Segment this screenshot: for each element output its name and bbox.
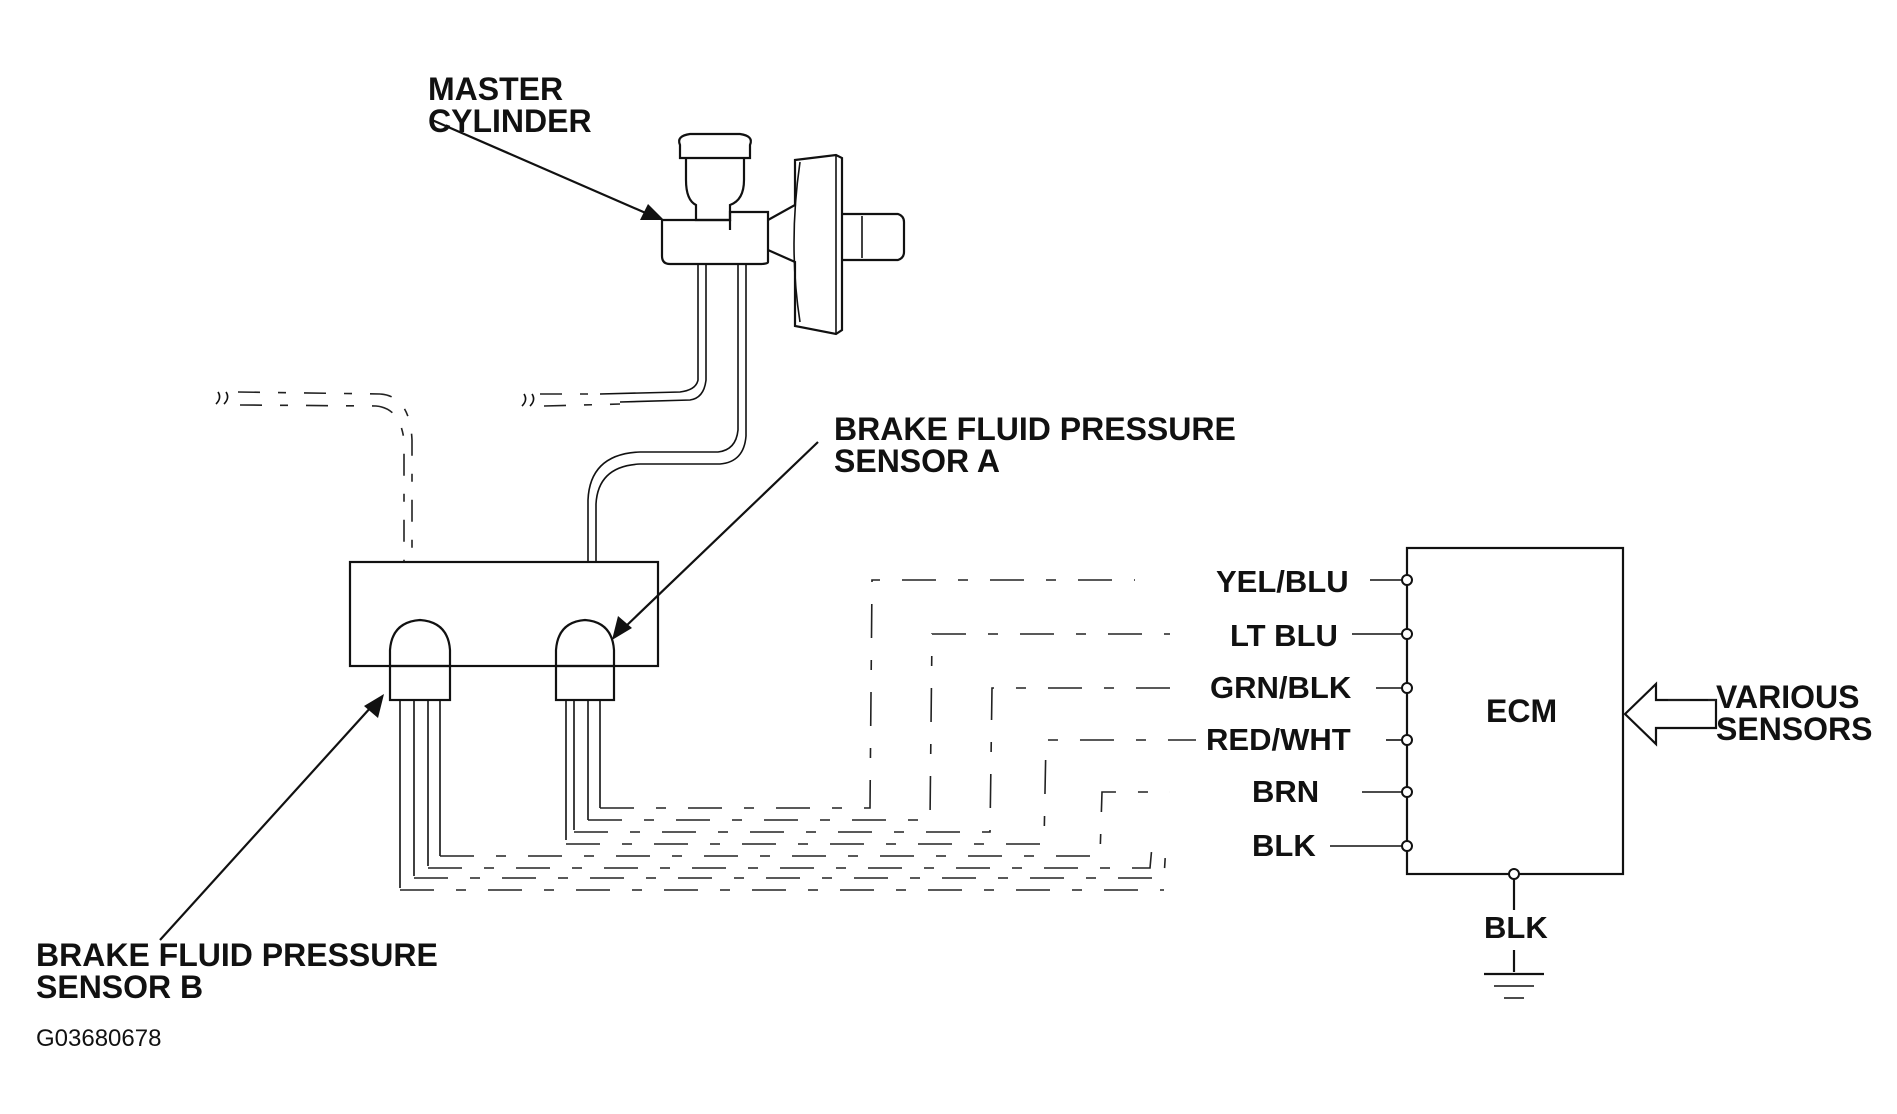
ecm-label: ECM <box>1486 693 1557 729</box>
ecm-terminal <box>1401 840 1413 852</box>
sensor-a-label-line1: BRAKE FLUID PRESSURE <box>834 411 1236 447</box>
ecm-terminal <box>1401 786 1413 798</box>
ground-symbol <box>1484 879 1544 999</box>
wire-label-red-wht: RED/WHT <box>1206 722 1351 757</box>
master-cylinder-label-line1: MASTER <box>428 71 563 107</box>
ecm-box: ECM <box>1401 546 1625 880</box>
modulator-block <box>348 560 660 668</box>
wire-label-grn-blk: GRN/BLK <box>1210 670 1352 705</box>
callout-arrows <box>159 118 819 941</box>
sensor-b-label: BRAKE FLUID PRESSURE SENSOR B <box>36 937 438 1005</box>
various-sensors-label-line1: VARIOUS <box>1716 679 1859 715</box>
sensor-b-label-line2: SENSOR B <box>36 969 203 1005</box>
ecm-terminal <box>1508 868 1520 880</box>
terminal-leaders <box>1330 579 1402 847</box>
wire-label-blk: BLK <box>1252 828 1316 863</box>
wire-labels: YEL/BLU LT BLU GRN/BLK RED/WHT BRN BLK B… <box>1206 564 1548 945</box>
ecm-terminal <box>1401 734 1413 746</box>
wire-label-yel-blu: YEL/BLU <box>1216 564 1349 599</box>
harness <box>399 579 1196 891</box>
wire-label-ground-blk: BLK <box>1484 910 1548 945</box>
ecm-terminal <box>1401 682 1413 694</box>
various-sensors-label: VARIOUS SENSORS <box>1716 679 1872 747</box>
sensor-a <box>554 618 616 702</box>
wire-label-brn: BRN <box>1252 774 1319 809</box>
sensor-b-label-line1: BRAKE FLUID PRESSURE <box>36 937 438 973</box>
master-cylinder <box>587 132 906 562</box>
ecm-terminal <box>1401 574 1413 586</box>
sensor-a-label-line2: SENSOR A <box>834 443 1000 479</box>
various-sensors-label-line2: SENSORS <box>1716 711 1872 747</box>
sensor-b <box>388 618 452 702</box>
master-cylinder-label: MASTER CYLINDER <box>428 71 592 139</box>
brake-lines-upper <box>215 391 621 562</box>
wire-label-lt-blu: LT BLU <box>1230 618 1338 653</box>
figure-code: G03680678 <box>36 1025 161 1052</box>
ecm-terminal <box>1401 628 1413 640</box>
various-sensors-arrow <box>1623 681 1718 747</box>
master-cylinder-label-line2: CYLINDER <box>428 103 592 139</box>
sensor-a-label: BRAKE FLUID PRESSURE SENSOR A <box>834 411 1236 479</box>
